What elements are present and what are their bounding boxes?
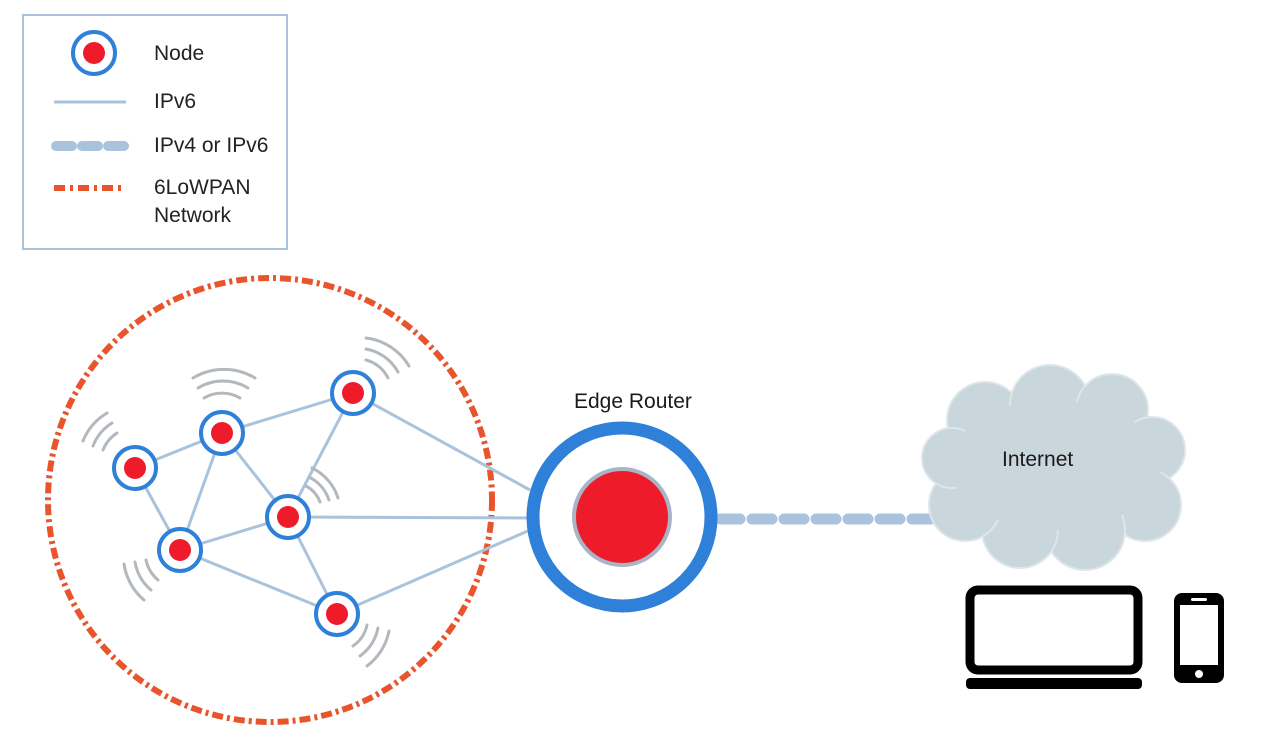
wireless-signal-icon <box>351 623 369 648</box>
wireless-signal-icon <box>202 391 242 400</box>
node-core <box>83 42 105 64</box>
edge-router-core <box>572 467 672 567</box>
node-core <box>124 457 146 479</box>
wireless-signal-icon <box>133 560 153 592</box>
ipv6-link <box>336 528 531 616</box>
node <box>330 370 376 416</box>
wireless-signal-icon <box>364 358 390 380</box>
wireless-signal-icon <box>91 421 114 448</box>
wireless-signal-icon <box>101 431 119 452</box>
node <box>314 591 360 637</box>
node-core <box>326 603 348 625</box>
legend-node-label: Node <box>154 42 205 65</box>
wireless-signal-icon <box>81 411 109 443</box>
ipv6-link <box>179 548 338 616</box>
node <box>157 527 203 573</box>
wireless-signal-icon <box>365 629 391 668</box>
ipv6-links <box>133 391 531 616</box>
laptop-icon <box>965 585 1143 689</box>
node <box>112 445 158 491</box>
wireless-signal-icon <box>191 367 257 380</box>
wireless-signal-icon <box>358 626 380 658</box>
wireless-signal-icon <box>122 562 146 602</box>
ipv6-link <box>287 515 531 520</box>
smartphone-icon <box>1174 593 1224 683</box>
wireless-signal-icon <box>310 466 340 500</box>
internet-cloud-icon <box>921 364 1186 571</box>
legend: Node IPv6 IPv4 or IPv6 6LoWPAN Network <box>22 14 288 250</box>
node <box>199 410 245 456</box>
legend-symbols <box>51 30 129 191</box>
node-core <box>277 506 299 528</box>
internet-label: Internet <box>1002 448 1074 471</box>
ipv6-link <box>352 391 531 492</box>
legend-lowpan-label-line2: Network <box>154 204 232 227</box>
lowpan-network-boundary <box>45 275 495 725</box>
edge-router <box>526 421 718 613</box>
wireless-signal-icon <box>364 347 400 374</box>
wireless-signal-icon <box>144 558 160 582</box>
legend-lowpan-label: 6LoWPAN <box>154 176 251 199</box>
wireless-signal-icon <box>196 379 250 390</box>
edge-router-label: Edge Router <box>574 390 692 413</box>
wireless-signal-icon <box>364 336 411 368</box>
node-core <box>211 422 233 444</box>
legend-ipv4-or-ipv6-label: IPv4 or IPv6 <box>154 134 269 157</box>
wireless-signal-icon <box>307 475 331 502</box>
node-core <box>342 382 364 404</box>
node <box>265 494 311 540</box>
legend-ipv6-label: IPv6 <box>154 90 197 113</box>
wireless-signals <box>81 336 411 668</box>
node-core <box>169 539 191 561</box>
ipv6-link <box>286 392 355 518</box>
wireless-signal-icon <box>304 484 322 504</box>
